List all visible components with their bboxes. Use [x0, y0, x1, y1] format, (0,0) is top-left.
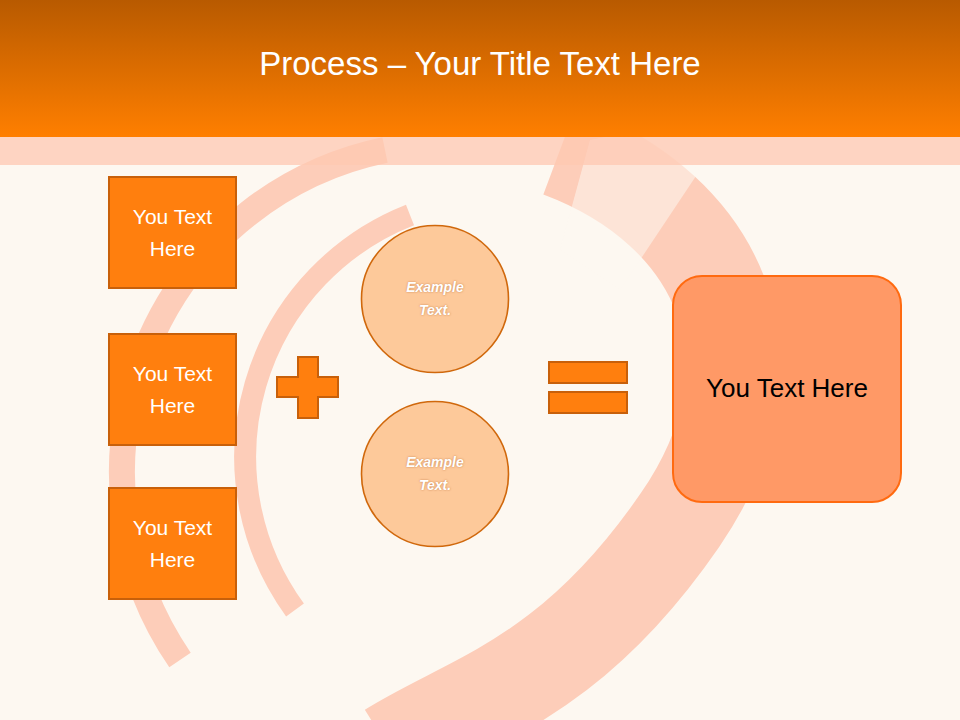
example-circle: Example Text. — [360, 224, 510, 374]
input-box: You Text Here — [108, 487, 237, 600]
circle-outline — [360, 400, 510, 548]
header-band — [0, 137, 960, 165]
example-circle: Example Text. — [360, 400, 510, 548]
node-text: You Text Here — [118, 358, 228, 421]
plus-symbol — [277, 357, 338, 418]
title-bar: Process – Your Title Text Here — [0, 0, 960, 137]
input-box: You Text Here — [108, 176, 237, 289]
node-text: You Text Here — [118, 512, 228, 575]
equals-symbol — [549, 392, 627, 413]
node-text: You Text Here — [706, 372, 868, 406]
equals-symbol — [549, 362, 627, 383]
node-text: You Text Here — [118, 201, 228, 264]
node-text: Example Text. — [394, 276, 476, 322]
circle-outline — [360, 224, 510, 374]
result-box: You Text Here — [672, 275, 902, 503]
slide-title: Process – Your Title Text Here — [259, 45, 700, 83]
input-box: You Text Here — [108, 333, 237, 446]
node-text: Example Text. — [394, 451, 476, 497]
